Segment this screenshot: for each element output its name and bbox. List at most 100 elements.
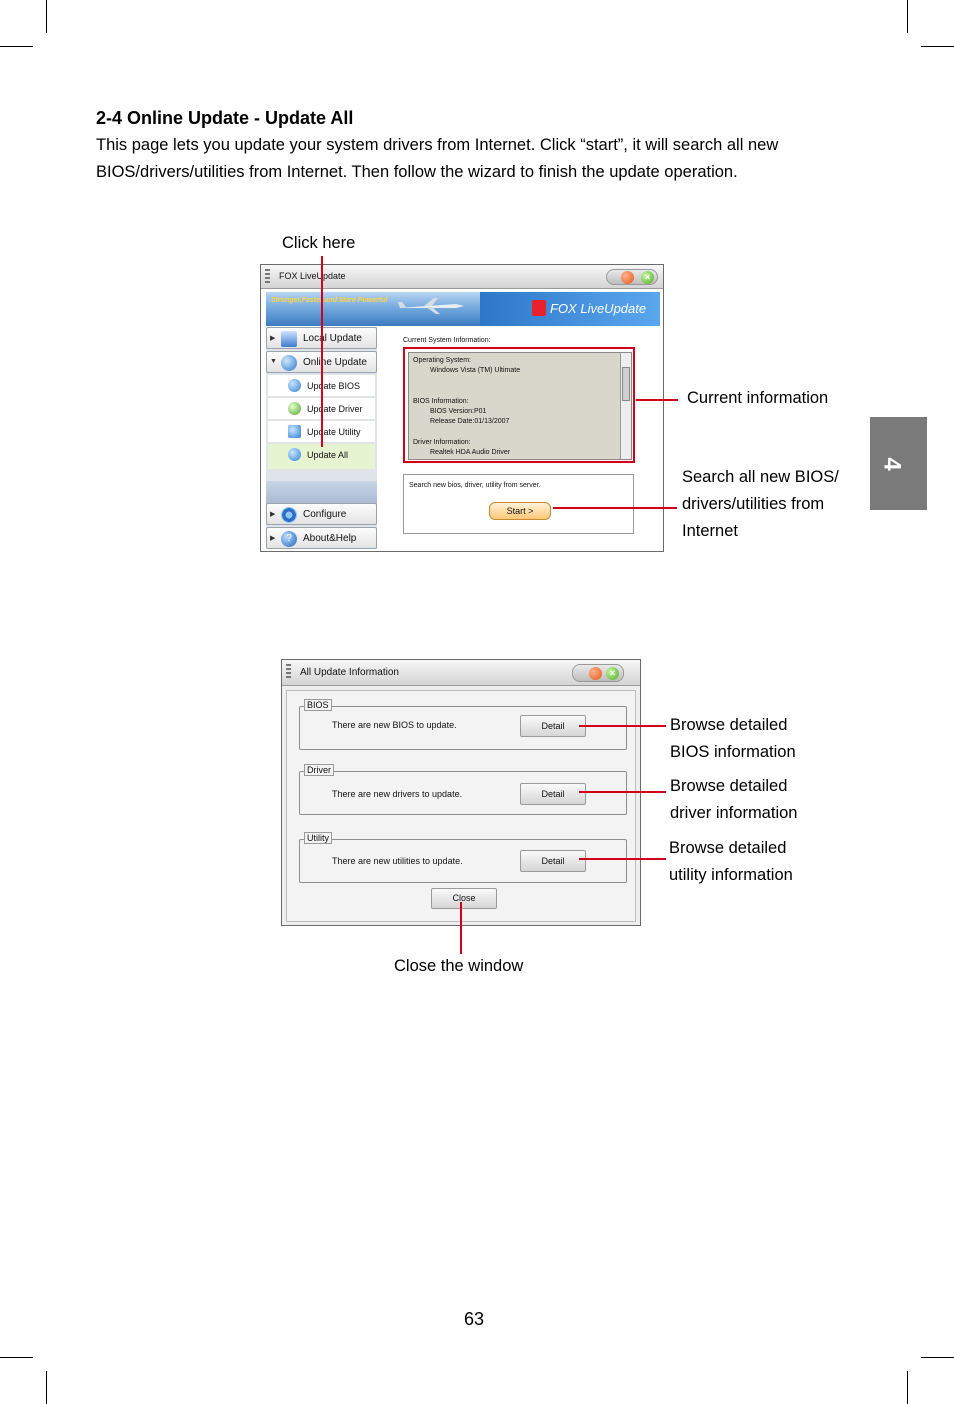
intro-paragraph-line-2: BIOS/drivers/utilities from Internet. Th… xyxy=(96,163,738,181)
driver-group: Driver There are new drivers to update. … xyxy=(299,764,627,815)
os-label: Operating System: xyxy=(413,357,471,364)
bios-group: BIOS There are new BIOS to update. Detai… xyxy=(299,699,627,750)
chevron-right-icon: > xyxy=(528,506,534,516)
scrollbar-thumb[interactable] xyxy=(622,367,630,401)
callout-bios-line-2: BIOS information xyxy=(670,743,796,761)
callout-line xyxy=(579,791,666,793)
airplane-icon xyxy=(398,298,464,314)
utility-icon xyxy=(288,425,301,438)
nav-label: Online Update xyxy=(303,357,367,368)
online-update-icon xyxy=(281,355,297,371)
collapse-arrow-icon: ▼ xyxy=(270,358,277,365)
minimize-icon[interactable] xyxy=(621,271,634,284)
group-text: There are new drivers to update. xyxy=(332,789,463,799)
callout-search-line-2: drivers/utilities from xyxy=(682,495,825,513)
sidebar-spacer xyxy=(266,481,377,505)
callout-line xyxy=(321,256,323,447)
callout-line xyxy=(636,399,678,401)
close-icon[interactable]: × xyxy=(641,271,654,284)
bios-detail-button[interactable]: Detail xyxy=(520,715,586,737)
globe-icon xyxy=(288,402,301,415)
sub-label: Update All xyxy=(307,450,349,460)
current-info-highlight: Operating System: Windows Vista (TM) Ult… xyxy=(403,347,635,463)
window-title: FOX LiveUpdate xyxy=(279,271,346,281)
crop-mark xyxy=(907,1371,908,1404)
window-controls: × xyxy=(572,664,624,682)
crop-mark xyxy=(0,46,33,47)
globe-icon xyxy=(288,379,301,392)
system-info-box: Operating System: Windows Vista (TM) Ult… xyxy=(408,352,632,460)
callout-line xyxy=(579,858,666,860)
help-icon: ? xyxy=(281,531,297,547)
window-title: All Update Information xyxy=(300,667,399,678)
callout-click-here: Click here xyxy=(282,234,356,252)
group-label: Utility xyxy=(304,832,332,844)
brand-name: FOX LiveUpdate xyxy=(550,301,647,316)
nav-label: Local Update xyxy=(303,333,362,344)
callout-driver-line-2: driver information xyxy=(670,804,798,822)
chapter-tab: 4 xyxy=(870,417,927,510)
expand-arrow-icon: ▶ xyxy=(270,511,276,518)
start-button[interactable]: Start > xyxy=(489,502,551,520)
bios-label: BIOS Information: xyxy=(413,398,469,405)
driver-detail-button[interactable]: Detail xyxy=(520,783,586,805)
bios-date: Release Date:01/13/2007 xyxy=(430,418,510,425)
os-value: Windows Vista (TM) Ultimate xyxy=(430,367,521,374)
info-scrollbar[interactable] xyxy=(620,353,631,459)
grip-icon xyxy=(286,664,291,679)
crop-mark xyxy=(46,1371,47,1404)
system-info-title: Current System Information: xyxy=(403,337,491,344)
window-titlebar[interactable]: FOX LiveUpdate × xyxy=(261,265,663,289)
globe-icon xyxy=(288,448,301,461)
local-update-icon xyxy=(281,331,297,347)
section-heading: 2-4 Online Update - Update All xyxy=(96,108,354,128)
driver-label: Driver Information: xyxy=(413,439,471,446)
banner-slogan: Stronger,Faster and More Powerful xyxy=(271,297,388,304)
close-icon[interactable]: × xyxy=(606,667,619,680)
nav-about-help[interactable]: ▶ ? About&Help xyxy=(266,527,377,549)
callout-line xyxy=(579,725,666,727)
fox-logo-icon xyxy=(532,300,546,316)
start-label: Start xyxy=(506,506,526,516)
search-panel: Search new bios, driver, utility from se… xyxy=(403,474,634,534)
utility-group: Utility There are new utilities to updat… xyxy=(299,832,627,883)
driver-value: Realtek HDA Audio Driver xyxy=(430,449,511,456)
sub-update-all[interactable]: Update All xyxy=(268,444,375,470)
crop-mark xyxy=(921,1357,954,1358)
expand-arrow-icon: ▶ xyxy=(270,335,276,342)
search-description: Search new bios, driver, utility from se… xyxy=(409,482,541,489)
group-text: There are new utilities to update. xyxy=(332,856,463,866)
bios-version: BIOS Version:P01 xyxy=(430,408,487,415)
all-update-information-window: All Update Information × BIOS There are … xyxy=(281,659,641,926)
nav-configure[interactable]: ▶ Configure xyxy=(266,503,377,525)
callout-line xyxy=(553,507,677,509)
sub-label: Update Utility xyxy=(307,427,361,437)
banner: Stronger,Faster and More Powerful FOX Li… xyxy=(266,292,660,326)
close-button[interactable]: Close xyxy=(431,888,497,909)
expand-arrow-icon: ▶ xyxy=(270,535,276,542)
chapter-number: 4 xyxy=(878,457,906,471)
sub-label: Update BIOS xyxy=(307,381,361,391)
callout-bios-line-1: Browse detailed xyxy=(670,716,788,734)
nav-label: Configure xyxy=(303,509,347,520)
window-titlebar[interactable]: All Update Information × xyxy=(282,660,640,686)
banner-image: Stronger,Faster and More Powerful xyxy=(266,292,480,326)
group-label: Driver xyxy=(304,764,334,776)
utility-detail-button[interactable]: Detail xyxy=(520,850,586,872)
crop-mark xyxy=(0,1357,33,1358)
callout-current-information: Current information xyxy=(687,389,829,407)
page-number: 63 xyxy=(464,1309,485,1329)
grip-icon xyxy=(265,269,270,284)
crop-mark xyxy=(46,0,47,33)
callout-driver-line-1: Browse detailed xyxy=(670,777,788,795)
callout-utility-line-1: Browse detailed xyxy=(669,839,787,857)
banner-brand-area: FOX LiveUpdate xyxy=(480,292,660,326)
crop-mark xyxy=(921,46,954,47)
minimize-icon[interactable] xyxy=(589,667,602,680)
update-info-body: BIOS There are new BIOS to update. Detai… xyxy=(286,690,636,922)
callout-search-line-3: Internet xyxy=(682,522,738,540)
callout-search-line-1: Search all new BIOS/ xyxy=(682,468,839,486)
callout-close-window: Close the window xyxy=(394,957,524,975)
sub-label: Update Driver xyxy=(307,404,363,414)
crop-mark xyxy=(907,0,908,33)
